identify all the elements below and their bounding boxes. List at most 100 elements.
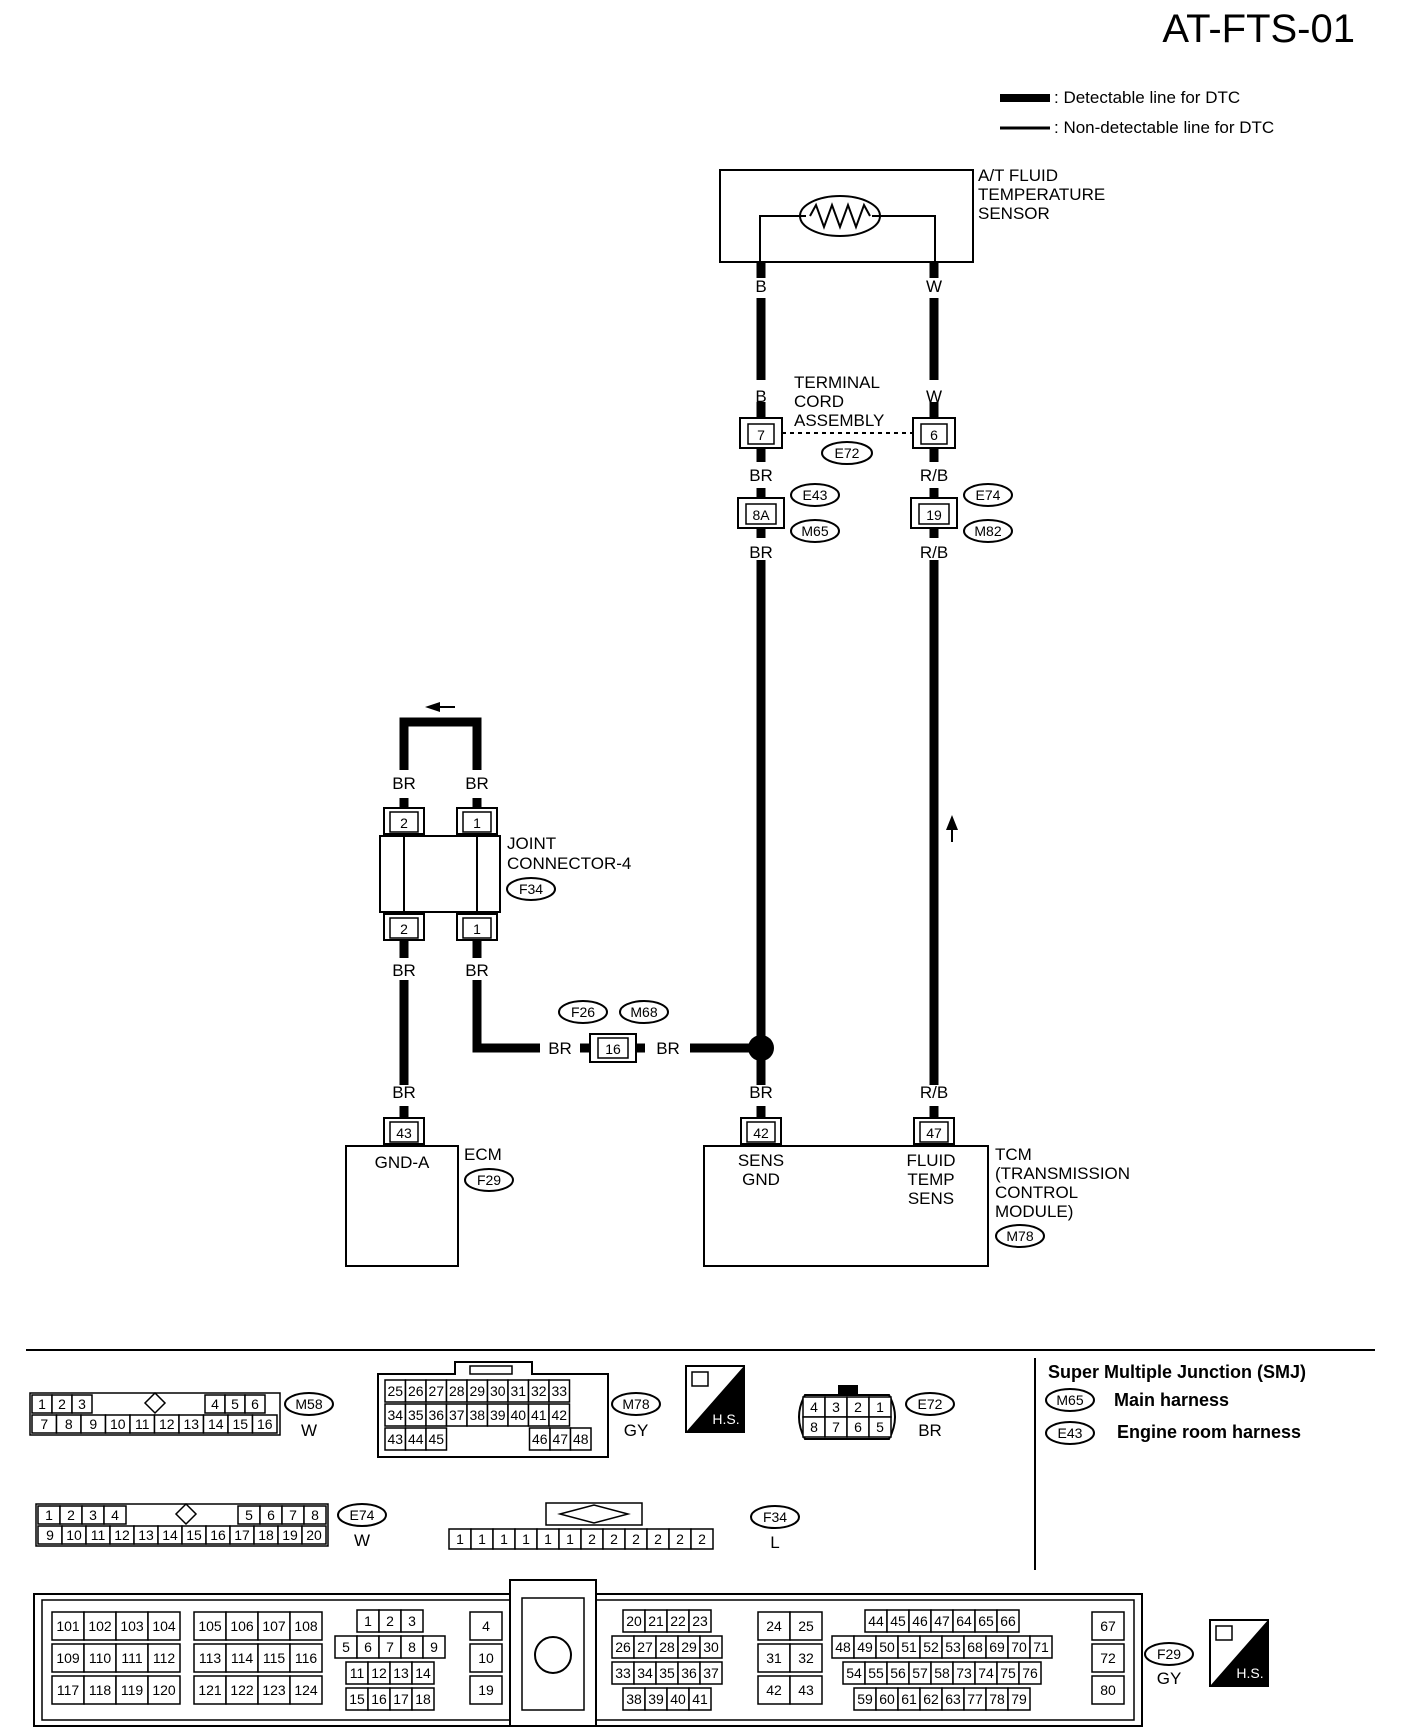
pin-cell [699,1661,723,1685]
smj-legend-title: Super Multiple Junction (SMJ) [1048,1362,1306,1382]
smj-left-connector: 8A E43 M65 [737,483,840,543]
pin-number: 20 [306,1527,322,1543]
wire-label: B [755,387,766,406]
pin-number: 1 [38,1396,46,1412]
pin-number: 38 [469,1407,485,1423]
pin-label: 2 [400,921,408,937]
pin-cell [789,1611,823,1641]
pin-number: 65 [978,1613,994,1629]
pin-number: 122 [230,1682,254,1698]
pin-number: 32 [798,1650,814,1666]
pin-label: 19 [926,507,942,523]
pin-number: 29 [469,1383,485,1399]
wire-color: L [770,1533,779,1552]
connector-tag [611,1392,661,1416]
pin-number: 48 [573,1431,589,1447]
pin-cell [251,1414,278,1434]
pin-cell [469,1675,503,1705]
pin-cell [301,1525,327,1545]
pin-cell [303,1505,327,1525]
pin-label: 43 [396,1125,412,1141]
pin-number: 44 [868,1613,884,1629]
tcm-pin-name: GND [742,1170,780,1189]
pin-number: 7 [40,1416,48,1432]
pin-number: 13 [183,1416,199,1432]
pin-number: 38 [626,1691,642,1707]
connector-outline [35,1503,329,1547]
pin-cell [193,1611,227,1641]
wire-color: GY [1157,1669,1182,1688]
pin-number: 2 [58,1396,66,1412]
ecm-module: 43 GND-A ECM F29 [345,1117,514,1267]
pin-number: 8 [311,1507,319,1523]
pin-number: 9 [89,1416,97,1432]
tcm-name-3: CONTROL [995,1183,1078,1202]
pin-number: 2 [67,1507,75,1523]
pin-label: 7 [757,427,765,443]
connector-outline [798,1394,896,1440]
pin-number: 39 [490,1407,506,1423]
pin-cell [83,1643,117,1673]
pin-number: 104 [152,1618,176,1634]
pin-number: 117 [57,1682,80,1698]
wire-color: GY [624,1421,649,1440]
pin-number: 8 [65,1416,73,1432]
wire-color: W [354,1531,370,1550]
pin-number: 6 [854,1419,862,1435]
key-diamond [174,1502,198,1526]
tcm-name-4: MODULE) [995,1202,1073,1221]
pin-number: 9 [430,1639,438,1655]
thermistor-icon [799,195,881,237]
pin-number: 36 [428,1407,444,1423]
pin-number: 15 [232,1416,248,1432]
pin-number: 14 [162,1527,178,1543]
legend: : Detectable line for DTC : Non-detectab… [1000,88,1274,137]
connector-code: M78 [1006,1228,1033,1244]
pin-number: 17 [393,1691,409,1707]
pin-number: 32 [531,1383,547,1399]
ecm-pin-name: GND-A [375,1153,430,1172]
pin-number: 113 [199,1650,222,1666]
pin-number: 45 [428,1431,444,1447]
pin-number: 2 [610,1531,618,1547]
connector-code: M78 [622,1396,649,1412]
pin-label: 47 [926,1125,942,1141]
connector-code: M65 [801,523,828,539]
wire-label: B [755,277,766,296]
pin-number: 14 [415,1665,431,1681]
tcm-pin-name: SENS [908,1189,954,1208]
pin-number: 79 [1011,1691,1027,1707]
pin-number: 69 [989,1639,1005,1655]
pin-number: 34 [387,1407,403,1423]
connector-code: E43 [803,487,828,503]
pin-number: 115 [263,1650,286,1666]
pin-cell [425,1427,448,1451]
pin-number: 71 [1033,1639,1049,1655]
pin-number: 37 [703,1665,719,1681]
pin-cell [690,1528,714,1550]
pin-number: 123 [262,1682,286,1698]
pin-number: 22 [670,1613,686,1629]
pin-number: 40 [510,1407,526,1423]
pin-number: 6 [267,1507,275,1523]
pin-number: 60 [879,1691,895,1707]
pin-number: 14 [208,1416,224,1432]
pin-number: 112 [153,1650,176,1666]
pin-number: 11 [350,1665,365,1681]
pin-number: 41 [692,1691,708,1707]
pin-number: 43 [387,1431,403,1447]
pin-number: 20 [626,1613,642,1629]
pin-cell [469,1611,503,1641]
pin-number: 57 [912,1665,928,1681]
pin-number: 16 [210,1527,226,1543]
pin-number: 33 [615,1665,631,1681]
pin-label: 2 [400,815,408,831]
pin-label: 1 [473,815,481,831]
smj-right-connector: 19 E74 M82 [910,483,1013,543]
connector-latch [469,1365,513,1375]
pin-number: 15 [349,1691,365,1707]
pin-cell [996,1609,1020,1633]
connector-code: E72 [918,1396,943,1412]
connector-code: F26 [571,1004,595,1020]
pin-label: 1 [473,921,481,937]
